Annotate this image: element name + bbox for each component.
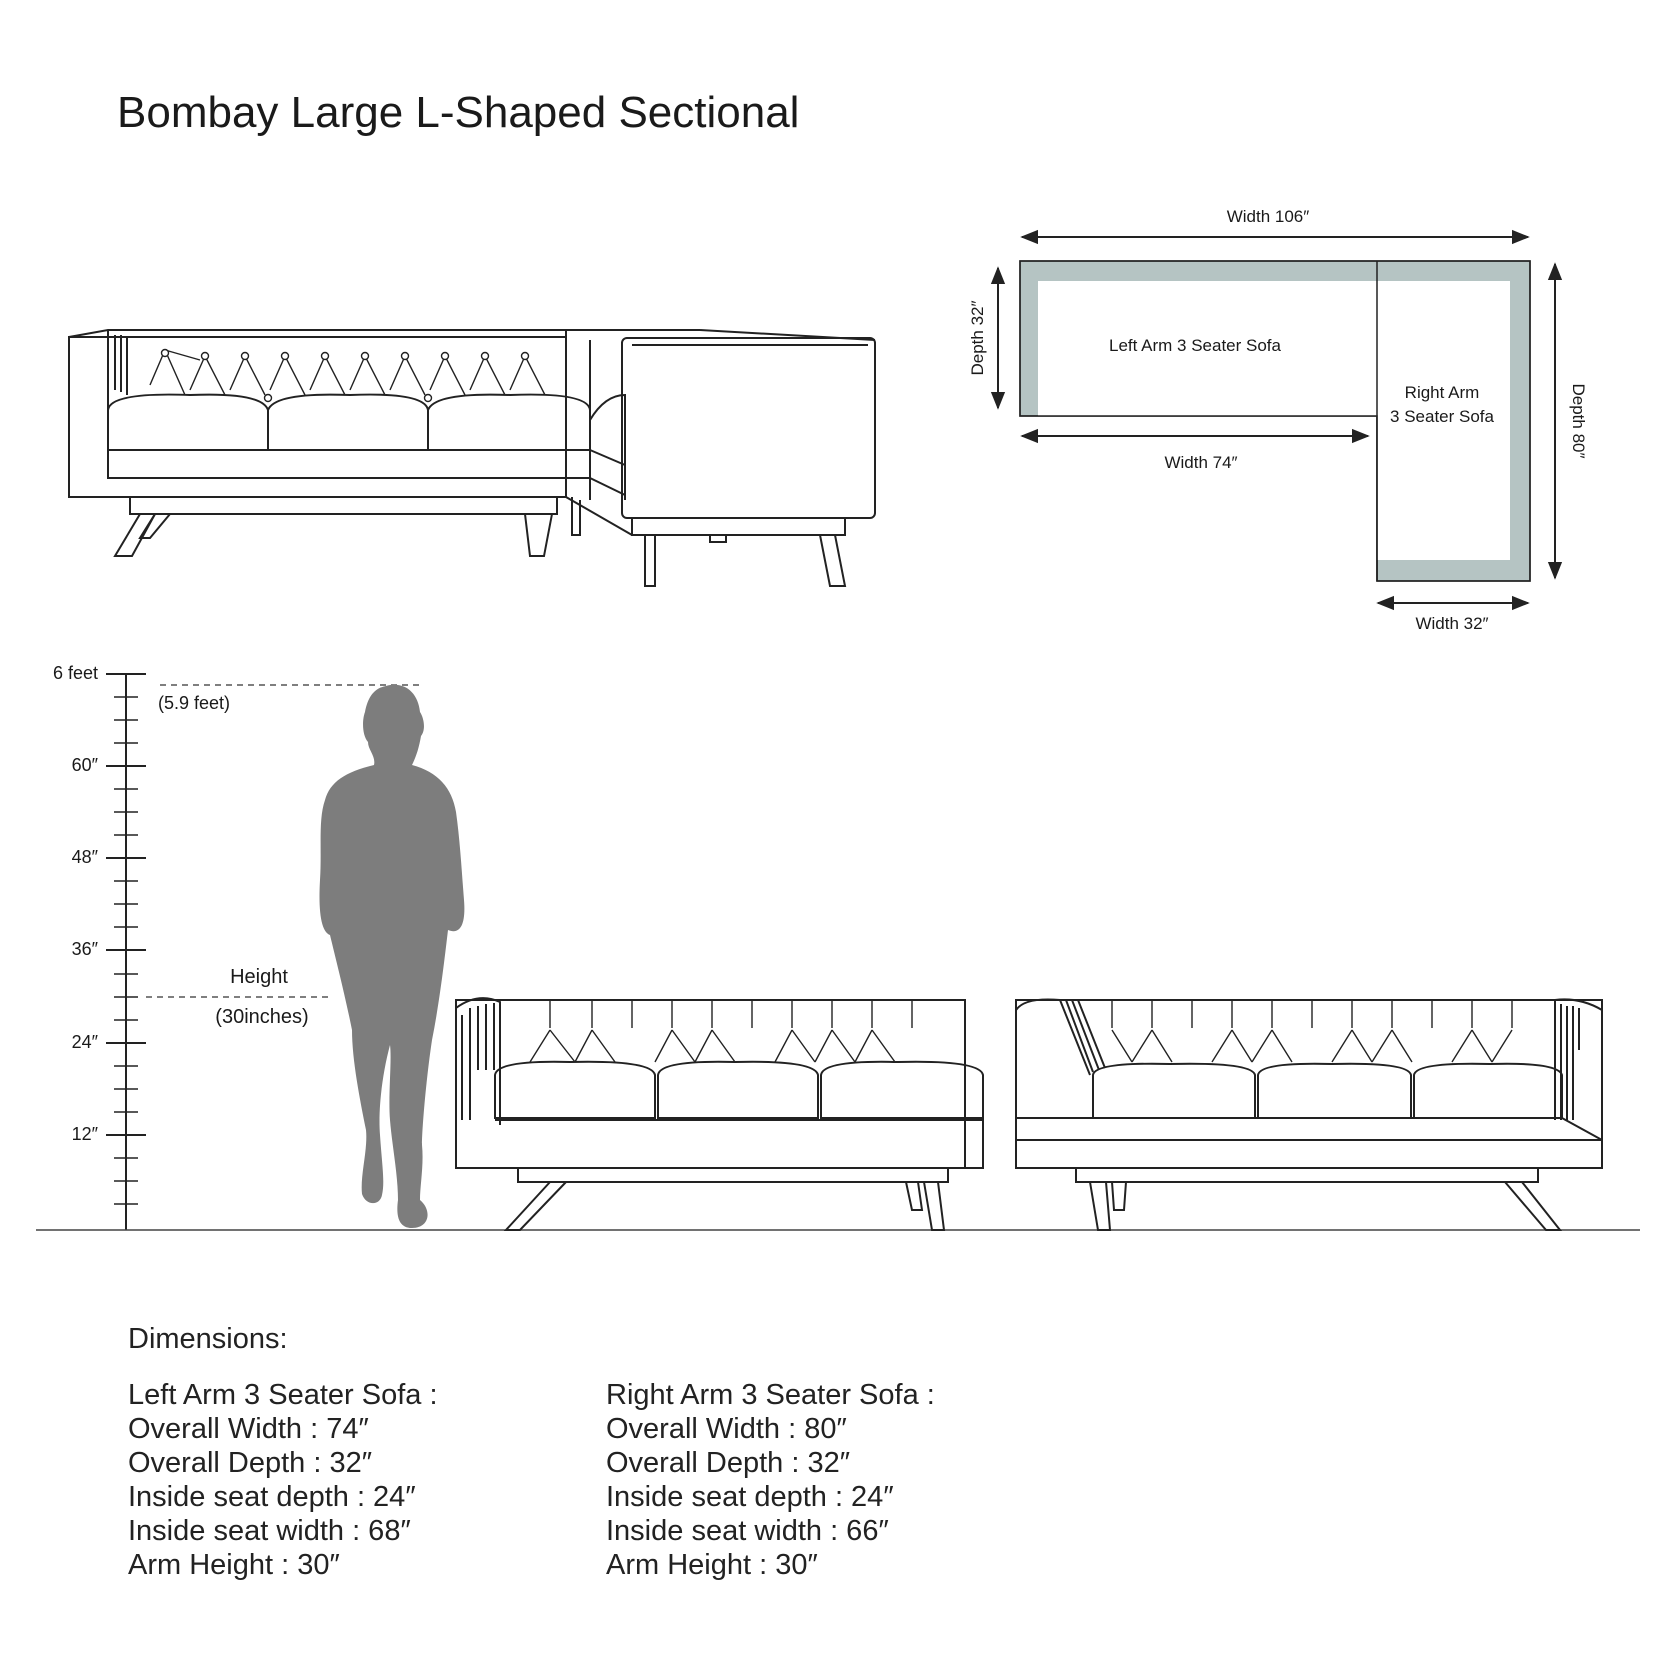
right-sofa-title: Right Arm 3 Seater Sofa : [606,1379,935,1411]
plan-left-sofa-label: Left Arm 3 Seater Sofa [1109,336,1282,355]
right-sofa-inside-seat-width: Inside seat width : 66″ [606,1515,889,1547]
right-sofa-arm-height: Arm Height : 30″ [606,1549,818,1581]
left-sofa-tufting [149,349,546,396]
plan-right-sofa-label-line1: Right Arm [1405,383,1480,402]
dimensions-heading: Dimensions: [128,1323,288,1355]
ruler-label-48: 48″ [72,847,99,867]
right-sofa-overall-width: Overall Width : 80″ [606,1413,847,1445]
ruler-major-ticks [106,673,146,1136]
left-depth-label: Depth 32″ [968,300,987,375]
ruler-label-12: 12″ [72,1124,99,1144]
left-sofa-title: Left Arm 3 Seater Sofa : [128,1379,438,1411]
left-sofa-arm-height: Arm Height : 30″ [128,1549,340,1581]
right-sofa-front-cushions [1092,1062,1563,1119]
height-ruler: 6 feet 60″ 48″ 36″ 24″ 12″ (5.9 feet) He… [53,663,422,1230]
right-sofa-arm [621,337,876,519]
ruler-label-24: 24″ [72,1032,99,1052]
right-sofa-front-view [1015,998,1603,1231]
left-sofa-inside-seat-width: Inside seat width : 68″ [128,1515,411,1547]
left-sofa-dimensions: Left Arm 3 Seater Sofa : Overall Width :… [128,1378,438,1582]
left-sofa-body [68,336,567,498]
left-width-label: Width 74″ [1164,453,1237,472]
left-sofa-front-view [455,997,984,1231]
right-sofa-overall-depth: Overall Depth : 32″ [606,1447,850,1479]
right-sofa-front-tufting [1111,1000,1513,1063]
right-width-label: Width 32″ [1415,614,1488,633]
ruler-label-36: 36″ [72,939,99,959]
left-sofa-front-cushions [494,1060,984,1119]
right-sofa-dimensions: Right Arm 3 Seater Sofa : Overall Width … [606,1378,935,1582]
overall-width-label: Width 106″ [1227,207,1310,226]
dimensions-heading-block: Dimensions: [128,1322,288,1356]
plan-right-sofa-label-line2: 3 Seater Sofa [1390,407,1495,426]
height-value: (30inches) [215,1006,308,1028]
left-sofa-cushions [107,393,591,451]
page-title: Bombay Large L-Shaped Sectional [117,88,800,137]
left-sofa-overall-width: Overall Width : 74″ [128,1413,369,1445]
left-sofa-inside-seat-depth: Inside seat depth : 24″ [128,1481,416,1513]
ruler-label-60: 60″ [72,755,99,775]
floor-plan: Width 106″ Depth 32″ Width 74″ Depth 80″… [968,207,1588,633]
right-depth-label: Depth 80″ [1569,383,1588,458]
ruler-label-6-feet: 6 feet [53,663,98,683]
ruler-minor-ticks [114,696,138,1205]
sectional-perspective-illustration [68,329,876,587]
left-sofa-overall-depth: Overall Depth : 32″ [128,1447,372,1479]
height-label: Height [230,966,288,988]
person-silhouette [319,684,465,1228]
person-height-label: (5.9 feet) [158,693,230,713]
right-sofa-inside-seat-depth: Inside seat depth : 24″ [606,1481,894,1513]
left-sofa-front-tufting [529,1000,913,1063]
